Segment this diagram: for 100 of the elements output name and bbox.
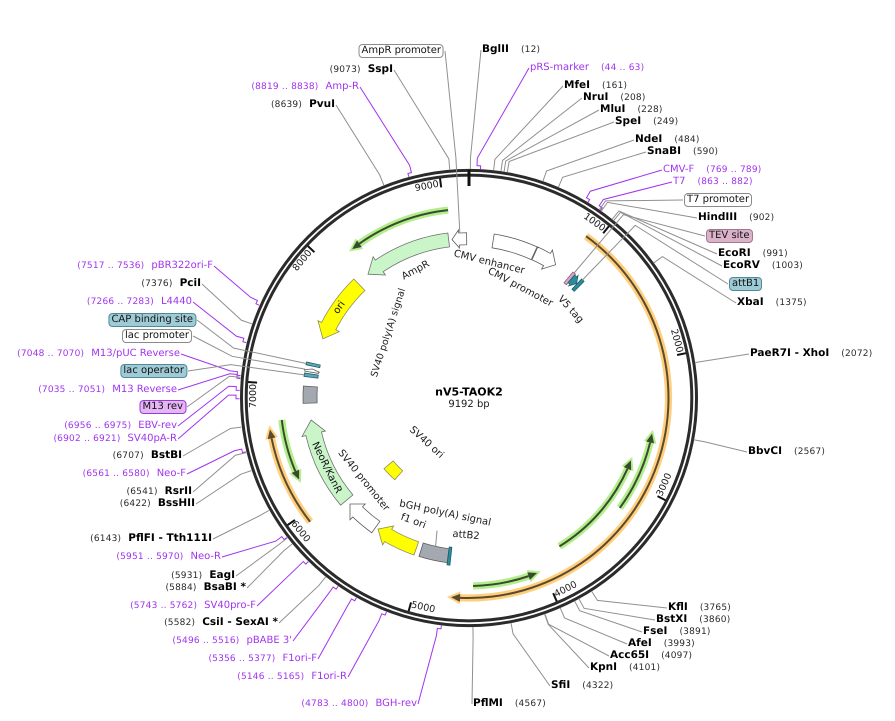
leader-line — [360, 86, 412, 178]
primer-position: (6561 .. 6580) — [82, 468, 150, 481]
enzyme-name: PflFI - Tth111I — [128, 532, 212, 545]
primer-position: (5743 .. 5762) — [130, 600, 198, 613]
primer-position: (44 .. 63) — [600, 62, 644, 75]
leader-line — [694, 354, 750, 364]
feature-label: AmpR promoter — [358, 44, 444, 58]
feature-name: attB2 — [452, 528, 480, 544]
leader-line — [612, 210, 718, 254]
leader-line — [192, 452, 247, 492]
leader-line — [186, 376, 241, 408]
leader-line — [212, 510, 270, 540]
enzyme-name: BglII — [482, 43, 509, 56]
leader-line — [178, 394, 240, 440]
primer-name: F1ori-R — [311, 670, 347, 683]
primer-name: SV40pA-R — [128, 432, 177, 445]
leader-line — [336, 104, 384, 186]
leader-line — [506, 122, 614, 173]
primer-position: (5496 .. 5516) — [172, 635, 240, 648]
primer-position: (769 .. 789) — [706, 164, 762, 177]
leader-line — [542, 140, 634, 182]
feature-label: attB1 — [729, 277, 762, 291]
leader-line — [214, 266, 260, 306]
primer-position: (5951 .. 5970) — [116, 551, 184, 564]
leader-line — [292, 586, 339, 642]
enzyme-name: BbvCI — [748, 445, 782, 458]
site-position: (228) — [637, 104, 663, 116]
enzyme-name: PflMI — [473, 697, 503, 710]
primer-name: M13/pUC Reverse — [91, 347, 180, 360]
enzyme-name: SspI — [368, 63, 393, 76]
site-position: (991) — [762, 248, 788, 261]
primer-name: Amp-R — [326, 80, 359, 93]
enzyme-name: MluI — [600, 103, 626, 116]
primer-name: pRS-marker — [530, 61, 589, 74]
site-position: (5884) — [165, 582, 197, 595]
site-position: (3765) — [700, 602, 731, 615]
enzyme-name: KpnI — [590, 661, 618, 674]
enzyme-name: EcoRI — [718, 247, 751, 260]
leader-line — [246, 543, 293, 588]
enzyme-name: BssHII — [158, 497, 195, 510]
scale-label: 5000 — [410, 600, 436, 617]
site-position: (12) — [520, 44, 540, 57]
site-position: (590) — [693, 146, 718, 159]
sequence-length: 9192 bp — [448, 399, 490, 411]
primer-name: BGH-rev — [375, 697, 417, 710]
leader-line — [544, 613, 610, 656]
primer-name: Neo-R — [190, 550, 221, 563]
primer-position: (5356 .. 5377) — [208, 653, 276, 666]
enzyme-name: BstXI — [656, 613, 688, 626]
site-position: (4101) — [629, 662, 660, 675]
leader-line — [613, 212, 722, 266]
enzyme-name: MfeI — [564, 79, 590, 92]
leader-line — [180, 354, 242, 376]
enzyme-name: SfiI — [551, 679, 570, 692]
leader-line — [558, 152, 646, 188]
primer-name: L4440 — [160, 295, 192, 308]
site-position: (3860) — [699, 614, 730, 627]
enzyme-name: EagI — [209, 569, 235, 582]
primer-position: (6902 .. 6921) — [53, 433, 121, 446]
site-position: (3891) — [679, 626, 711, 639]
leader-line — [510, 622, 550, 686]
enzyme-name: KflI — [668, 601, 688, 614]
feature-label: CAP binding site — [108, 313, 196, 327]
primer-name: SV40pro-F — [204, 599, 256, 612]
enzyme-name: EcoRV — [723, 259, 760, 272]
leader-line — [653, 256, 736, 304]
feature-label: lac promoter — [122, 329, 192, 343]
primer-position: (7048 .. 7070) — [17, 348, 84, 361]
leader-line — [186, 448, 246, 474]
leader-line — [318, 597, 357, 660]
primer-name: CMV-F — [663, 163, 694, 176]
primer-position: (8819 .. 8838) — [251, 81, 318, 94]
leader-line — [574, 600, 642, 632]
site-position: (484) — [674, 134, 700, 146]
site-position: (2567) — [794, 446, 826, 459]
leader-line — [192, 302, 247, 344]
site-position: (1375) — [776, 297, 807, 310]
leader-line — [348, 611, 387, 678]
leader-line — [236, 538, 288, 576]
primer-position: (7266 .. 7283) — [86, 296, 154, 309]
feature-label: lac operator — [120, 364, 187, 378]
enzyme-name: PvuI — [309, 98, 335, 111]
leader-line — [476, 68, 530, 170]
leader-line — [598, 200, 684, 210]
site-position: (8639) — [270, 99, 302, 112]
site-position: (6541) — [126, 486, 158, 499]
enzyme-name: CsiI - SexAI * — [202, 616, 278, 629]
primer-name: Neo-F — [156, 467, 186, 480]
leader-line — [591, 590, 668, 608]
primer-name: pBABE 3' — [246, 634, 292, 647]
primer-position: (7517 .. 7536) — [77, 260, 144, 273]
primer-name: pBR322ori-F — [151, 259, 213, 272]
site-position: (902) — [749, 212, 774, 225]
leader-line — [578, 598, 656, 620]
leader-line — [394, 70, 450, 170]
leader-line — [470, 50, 482, 170]
leader-line — [192, 336, 306, 370]
feature-label: T7 promoter — [684, 193, 752, 207]
leader-line — [544, 614, 590, 668]
enzyme-name: BstBI — [150, 449, 182, 462]
